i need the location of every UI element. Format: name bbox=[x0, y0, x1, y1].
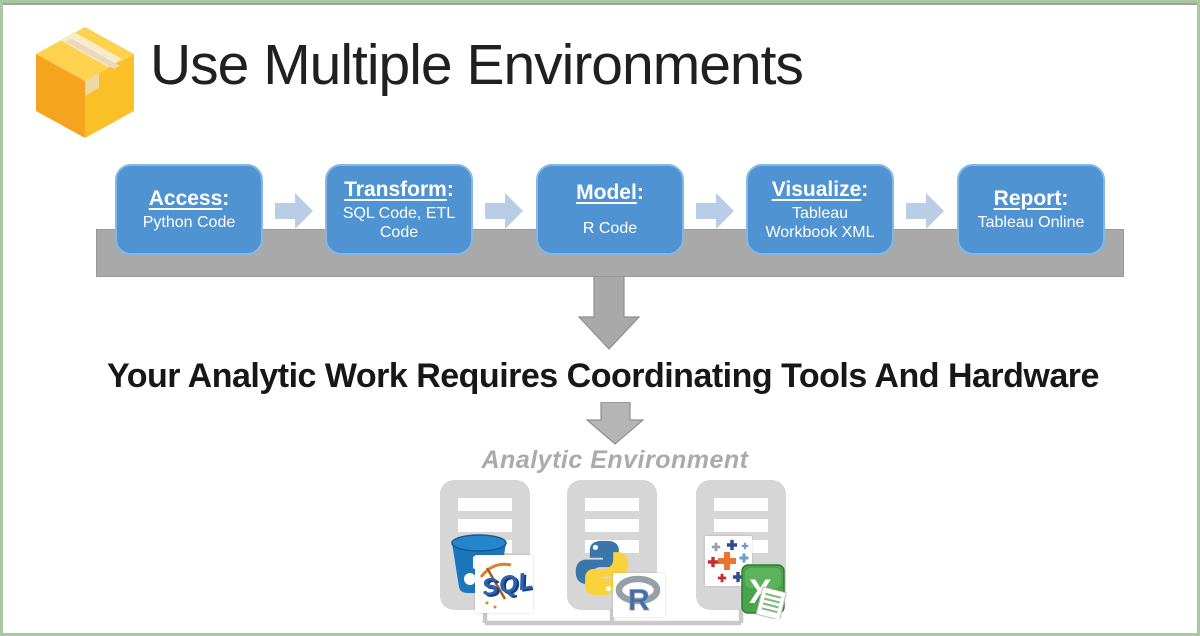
r-logo-halo: R bbox=[615, 575, 661, 617]
excel-document bbox=[755, 586, 787, 619]
headline-text: Your Analytic Work Requires Coordinating… bbox=[107, 357, 1099, 395]
down-arrow-icon-small bbox=[586, 402, 644, 445]
r-logo-letter: R bbox=[628, 584, 650, 617]
slide-title: Use Multiple Environments bbox=[150, 33, 804, 97]
server-slot bbox=[458, 519, 512, 532]
server-slot bbox=[585, 498, 639, 511]
python-icon bbox=[575, 540, 629, 596]
server-slot bbox=[458, 498, 512, 511]
server-connector-bracket bbox=[482, 609, 744, 626]
package-box-icon bbox=[36, 27, 134, 138]
right-arrow-icon bbox=[906, 193, 944, 229]
right-arrow-icon bbox=[696, 193, 734, 229]
server-slot bbox=[585, 519, 639, 532]
down-arrow-icon-large bbox=[578, 276, 640, 350]
excel-icon: X bbox=[741, 564, 787, 619]
step-model: Model: R Code bbox=[536, 164, 684, 255]
step-access: Access: Python Code bbox=[115, 164, 263, 255]
server-slot bbox=[714, 498, 768, 511]
step-visualize-header: Visualize: bbox=[771, 177, 869, 201]
step-transform: Transform: SQL Code, ETL Code bbox=[325, 164, 473, 255]
sql-logo: SQL bbox=[475, 555, 533, 613]
environment-label: Analytic Environment bbox=[481, 446, 749, 474]
step-transform-header: Transform: bbox=[344, 177, 454, 201]
step-report: Report: Tableau Online bbox=[957, 164, 1105, 255]
server-slot bbox=[714, 519, 768, 532]
step-transform-detail: SQL Code, ETL Code bbox=[342, 204, 456, 241]
top-edge-line bbox=[3, 3, 1197, 5]
step-access-detail: Python Code bbox=[142, 214, 236, 231]
step-report-header: Report: bbox=[993, 187, 1069, 210]
step-visualize: Visualize: Tableau Workbook XML bbox=[746, 164, 894, 255]
step-access-header: Access: bbox=[148, 187, 230, 210]
r-logo: R bbox=[613, 573, 665, 617]
right-arrow-icon bbox=[485, 193, 523, 229]
pickaxe-icon bbox=[479, 562, 512, 609]
step-report-detail: Tableau Online bbox=[977, 214, 1085, 231]
tableau-plus-marks bbox=[707, 539, 749, 583]
step-model-header: Model: bbox=[576, 181, 644, 204]
step-visualize-detail: Tableau Workbook XML bbox=[765, 204, 875, 241]
step-model-detail: R Code bbox=[582, 220, 638, 237]
right-arrow-icon bbox=[275, 193, 313, 229]
